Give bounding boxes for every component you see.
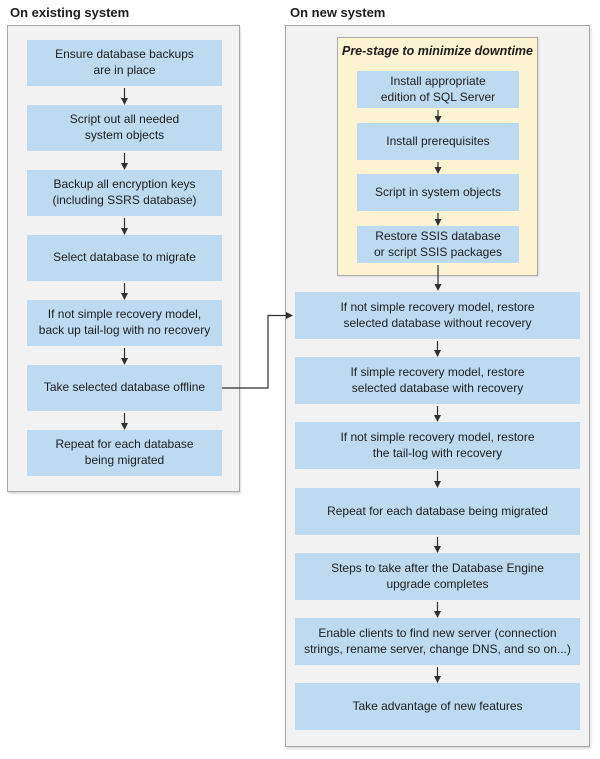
step-select-database: Select database to migrate <box>27 235 222 281</box>
step-restore-tail-log: If not simple recovery model, restore th… <box>295 422 580 469</box>
step-take-offline: Take selected database offline <box>27 365 222 411</box>
step-enable-clients: Enable clients to find new server (conne… <box>295 618 580 665</box>
step-post-upgrade: Steps to take after the Database Engine … <box>295 553 580 600</box>
step-repeat-new: Repeat for each database being migrated <box>295 488 580 535</box>
prestage-title: Pre-stage to minimize downtime <box>341 44 533 58</box>
step-repeat-existing: Repeat for each database being migrated <box>27 430 222 476</box>
step-script-out-objects: Script out all needed system objects <box>27 105 222 151</box>
step-install-prerequisites: Install prerequisites <box>357 123 519 160</box>
step-script-in-objects: Script in system objects <box>357 174 519 211</box>
new-system-title: On new system <box>290 5 386 20</box>
step-backup-encryption-keys: Backup all encryption keys (including SS… <box>27 170 222 216</box>
existing-system-title: On existing system <box>10 5 130 20</box>
step-restore-ssis: Restore SSIS database or script SSIS pac… <box>357 226 519 263</box>
step-restore-without-recovery: If not simple recovery model, restore se… <box>295 292 580 339</box>
step-ensure-backups: Ensure database backups are in place <box>27 40 222 86</box>
step-restore-with-recovery: If simple recovery model, restore select… <box>295 357 580 404</box>
step-new-features: Take advantage of new features <box>295 683 580 730</box>
step-tail-log-backup: If not simple recovery model, back up ta… <box>27 300 222 346</box>
step-install-sql-server: Install appropriate edition of SQL Serve… <box>357 71 519 108</box>
